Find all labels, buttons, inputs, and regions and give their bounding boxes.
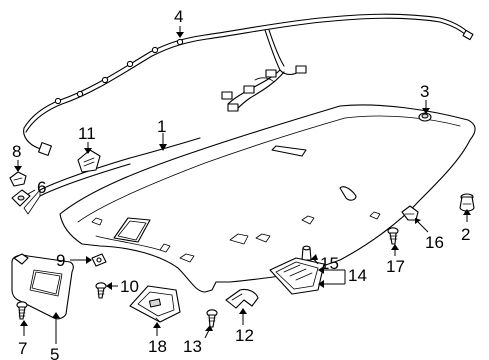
visor-clip bbox=[91, 253, 107, 267]
harness-connector bbox=[227, 103, 239, 112]
clip bbox=[401, 205, 419, 221]
dome-lamp bbox=[269, 257, 325, 295]
screw-bottom-left bbox=[16, 301, 28, 320]
callout-13: 13 bbox=[183, 337, 202, 356]
harness-clip bbox=[76, 90, 84, 98]
harness-clip bbox=[126, 60, 134, 68]
callout-18: 18 bbox=[148, 337, 167, 356]
bulb bbox=[301, 245, 312, 261]
callout-16: 16 bbox=[425, 233, 444, 252]
push-retainer bbox=[459, 193, 475, 212]
callout-17: 17 bbox=[386, 257, 405, 276]
callout-2: 2 bbox=[461, 225, 470, 244]
sun-visor bbox=[11, 253, 74, 320]
screw-visor bbox=[95, 282, 107, 299]
harness-connector bbox=[221, 91, 233, 100]
harness-connector bbox=[243, 85, 255, 94]
headliner-panel bbox=[23, 104, 476, 293]
callout-7: 7 bbox=[18, 339, 27, 358]
callout-12: 12 bbox=[235, 326, 254, 345]
coat-hook bbox=[225, 288, 259, 309]
callout-5: 5 bbox=[50, 345, 59, 360]
harness-clip bbox=[54, 97, 62, 105]
handle-mount bbox=[77, 149, 101, 173]
screw-upper bbox=[387, 227, 399, 245]
harness-clip bbox=[176, 38, 184, 46]
wiring-harness bbox=[23, 13, 474, 156]
callout-14: 14 bbox=[348, 266, 367, 285]
callout-4: 4 bbox=[174, 7, 183, 26]
callout-numbers: 1 2 3 4 5 6 7 8 9 10 11 12 13 14 15 16 1… bbox=[12, 7, 470, 360]
callout-8: 8 bbox=[12, 142, 21, 161]
callout-10: 10 bbox=[120, 277, 139, 296]
callout-11: 11 bbox=[78, 124, 96, 143]
harness-connector bbox=[265, 69, 277, 78]
callout-3: 3 bbox=[420, 82, 429, 101]
callout-15: 15 bbox=[320, 254, 339, 273]
harness-clip bbox=[101, 76, 109, 84]
harness-clip bbox=[151, 46, 159, 54]
grommet bbox=[418, 112, 432, 122]
harness-end-connector bbox=[462, 29, 474, 41]
visor-bracket bbox=[11, 189, 31, 207]
screw-lower bbox=[206, 309, 218, 328]
overhead-console-bracket bbox=[129, 285, 181, 323]
leader-lines bbox=[14, 26, 471, 344]
harness-connector bbox=[295, 65, 307, 74]
callout-6: 6 bbox=[37, 178, 46, 197]
callout-1: 1 bbox=[157, 117, 166, 136]
callout-9: 9 bbox=[56, 251, 65, 270]
clip-left bbox=[9, 171, 27, 187]
